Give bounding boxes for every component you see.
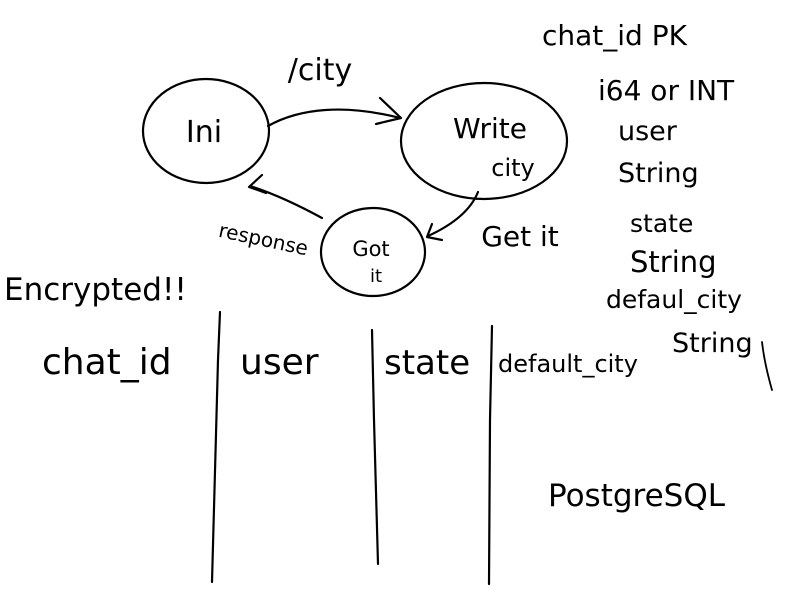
transition-write-city-to-got-it-arrowhead <box>425 222 444 242</box>
transition-ini-to-write-city-label: /city <box>288 53 352 88</box>
database-label: PostgreSQL <box>548 478 726 514</box>
user-field-name: user <box>618 116 678 147</box>
chat-id-type-line1: chat_id PK <box>542 19 688 52</box>
state-ini-label: Ini <box>186 115 222 150</box>
encrypted-note: Encrypted!! <box>4 272 187 308</box>
state-got-it-label-line1: Got <box>352 237 389 261</box>
state-write-city: Write city <box>399 81 569 201</box>
state-got-it-circle <box>319 206 427 298</box>
table-divider-1 <box>210 310 222 584</box>
state-field-name: state <box>630 209 693 238</box>
table-column-state: state <box>384 343 470 383</box>
transition-write-city-to-got-it-arrow <box>426 190 480 238</box>
table-column-default-city: default_city <box>498 350 638 378</box>
table-divider-2 <box>370 328 380 566</box>
state-ini-circle <box>141 77 271 185</box>
transition-write-city-to-got-it-label: Get it <box>481 220 559 253</box>
transition-got-it-to-ini-label: response <box>217 218 311 260</box>
chat-id-type-line2: i64 or INT <box>598 74 735 107</box>
schema-notes: chat_id PK i64 or INT user String state … <box>542 19 773 391</box>
state-ini: Ini <box>141 77 271 185</box>
transition-ini-to-write-city: /city <box>266 53 403 128</box>
transition-got-it-to-ini-arrowhead <box>247 173 268 195</box>
transition-write-city-to-got-it: Get it <box>425 190 559 253</box>
user-field-type: String <box>618 158 699 189</box>
default-city-field-type: String <box>672 328 753 359</box>
state-got-it: Got it <box>319 206 427 298</box>
transition-ini-to-write-city-arrow <box>266 108 402 128</box>
state-got-it-label-line2: it <box>370 266 382 287</box>
transition-got-it-to-ini: response <box>217 173 324 260</box>
state-write-city-circle <box>399 81 569 201</box>
state-write-city-label-line2: city <box>491 154 534 182</box>
state-field-type: String <box>630 245 717 279</box>
table-sketch: chat_id user state default_city <box>42 310 638 586</box>
transition-got-it-to-ini-arrow <box>248 184 324 220</box>
table-column-user: user <box>240 342 319 383</box>
transition-ini-to-write-city-arrowhead <box>374 96 403 126</box>
table-column-chat-id: chat_id <box>42 342 172 383</box>
state-write-city-label-line1: Write <box>453 112 527 145</box>
state-machine: Ini Write city Got it /city Get it <box>141 53 569 298</box>
table-divider-3 <box>487 324 494 586</box>
default-city-type-tail <box>761 341 773 391</box>
default-city-field-name: defaul_city <box>606 285 742 314</box>
